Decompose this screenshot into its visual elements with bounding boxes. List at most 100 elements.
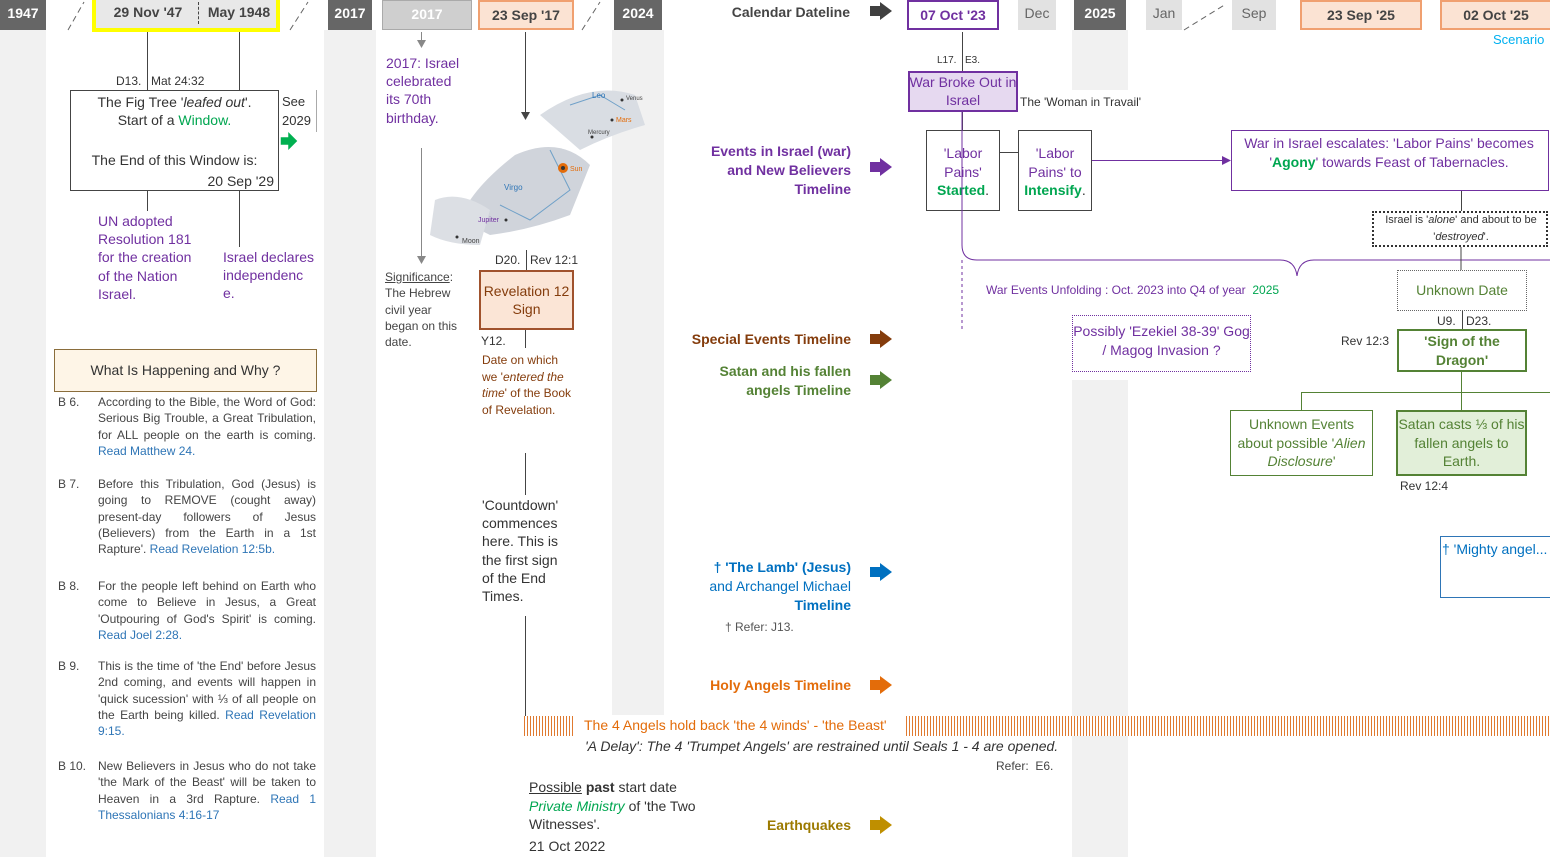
b6-link[interactable]: Read Matthew 24. <box>98 443 196 458</box>
labor-pains-started-box <box>926 130 1000 211</box>
escalate-arrowhead-icon <box>1222 156 1231 165</box>
war-escalates-text: War in Israel escalates: 'Labor Pains' b… <box>1244 135 1534 170</box>
b10-link[interactable]: Read 1 Thessalonians 4:16-17 <box>98 791 316 822</box>
b6-item: B 6.According to the Bible, the Word of … <box>58 395 316 458</box>
alien-connector <box>1301 392 1302 410</box>
b9-item: B 9.This is the time of 'the End' before… <box>58 659 316 739</box>
unknown-date-text: Unknown Date <box>1416 282 1508 298</box>
mighty-angel-text: † 'Mighty angel... Earth and cha... mo..… <box>1442 541 1548 557</box>
countdown-text: 'Countdown' commences here. This is the … <box>482 497 559 605</box>
header-02-oct-25: 02 Oct '25 <box>1440 0 1550 30</box>
significance-connector <box>421 148 422 258</box>
header-1947: 1947 <box>0 0 46 30</box>
war-ref-e: E3. <box>965 55 981 66</box>
israel-alone-box <box>1372 211 1548 247</box>
israel-timeline-arrow-icon <box>870 158 892 176</box>
b8-item: B 8.For the people left behind on Earth … <box>58 579 316 642</box>
lamb-timeline-label: † 'The Lamb' (Jesus)and Archangel Michae… <box>709 559 851 613</box>
header-scenario: Scenario <box>1493 32 1545 47</box>
lamb-refer: † Refer: J13. <box>725 620 794 634</box>
see-2029-arrow-icon[interactable] <box>278 132 300 150</box>
gray-2017-arrowhead-icon <box>417 40 426 48</box>
satan-branch-line <box>1301 392 1550 393</box>
rev-12-3-ref: Rev 12:3 <box>1341 334 1390 348</box>
unknown-date-box <box>1397 270 1527 311</box>
virgo-label: Virgo <box>504 183 523 192</box>
war-escalates-box <box>1231 130 1549 191</box>
war-broke-out-text: War Broke Out in Israel <box>909 74 1017 108</box>
fig-line-1: The Fig Tree 'leafed out'. <box>97 94 252 110</box>
holy-angels-hatch-right <box>906 716 1550 736</box>
delay-text: 'A Delay': The 4 'Trumpet Angels' are re… <box>585 738 1059 754</box>
sign-of-dragon-text: 'Sign of the Dragon' <box>1424 333 1500 368</box>
war-ref-code: L17. <box>937 55 957 66</box>
satan-casts-connector <box>1461 392 1462 410</box>
rev12-ref-verse: Rev 12:1 <box>530 253 579 267</box>
header-jan: Jan <box>1146 0 1182 30</box>
venus-label: Venus <box>626 96 643 102</box>
sign-of-dragon-box <box>1397 329 1527 372</box>
column-band-2024 <box>612 30 664 715</box>
header-may-1948: May 1948 <box>207 4 271 20</box>
d23-ref: D23. <box>1466 314 1492 328</box>
sun-label: Sun <box>570 166 583 173</box>
header-2024: 2024 <box>614 0 662 30</box>
b8-link[interactable]: Read Joel 2:28. <box>98 627 183 642</box>
ezekiel-box <box>1072 315 1251 372</box>
b10-item: B 10.New Believers in Jesus who do not t… <box>58 759 316 822</box>
column-band-2017 <box>324 30 376 857</box>
y12-ref: Y12. <box>481 334 506 348</box>
fig-line-4: 20 Sep '29 <box>207 173 274 189</box>
ezekiel-text: Possibly 'Ezekiel 38-39' Gog / Magog Inv… <box>1073 323 1250 358</box>
see-divider <box>316 90 317 132</box>
israel-connector <box>239 191 240 247</box>
b9-link[interactable]: Read Revelation 9:15. <box>98 707 316 739</box>
rev12-ref-code: D20. <box>495 253 521 267</box>
fig-connector-top <box>147 32 148 90</box>
fig-line-2: Start of a Window. <box>117 112 232 128</box>
war-events-unfolding-text: War Events Unfolding : Oct. 2023 into Q4… <box>986 283 1280 297</box>
israel-alone-text: Israel is 'alone' and about to be 'destr… <box>1385 214 1537 243</box>
dateline-arrow-icon <box>870 2 892 20</box>
significance-arrowhead-icon <box>417 256 426 264</box>
mars-label: Mars <box>616 117 632 124</box>
satan-casts-text: Satan casts ⅓ of his fallen angels to Ea… <box>1398 416 1525 469</box>
israel-70th-birthday-text: 2017: Israel celebrated its 70th birthda… <box>386 55 460 126</box>
holy-angels-arrow-icon <box>870 676 892 694</box>
revelation-12-sign-text: Revelation 12 Sign <box>483 283 570 317</box>
war-events-brace <box>961 112 1550 330</box>
fig-line-3: The End of this Window is: <box>91 152 258 168</box>
special-events-arrow-icon <box>870 330 892 348</box>
escalate-arrow-line <box>1092 160 1224 161</box>
y12-divider <box>525 330 526 348</box>
entered-time-note: Date on which we 'entered the time' of t… <box>482 353 572 417</box>
revelation-12-sign-box <box>479 270 574 330</box>
moon-label: Moon <box>462 238 480 245</box>
earthquakes-timeline-label: Earthquakes <box>766 817 851 833</box>
b7-link[interactable]: Read Revelation 12:5b. <box>149 542 276 557</box>
what-is-happening-title: What Is Happening and Why ? <box>90 362 281 378</box>
header-nov-47: 29 Nov '47 <box>113 4 183 20</box>
mighty-angel-box <box>1440 536 1550 598</box>
header-calendar-dateline: Calendar Dateline <box>731 4 850 20</box>
labor-link <box>1000 152 1018 153</box>
header-sep: Sep <box>1232 0 1276 30</box>
alien-disclosure-box <box>1230 410 1373 476</box>
header-23-sep-17: 23 Sep '17 <box>478 0 574 30</box>
earthquakes-arrow-icon <box>870 816 892 834</box>
sep17-arrowhead-icon <box>521 112 530 120</box>
sep17-connector <box>525 32 526 114</box>
rev12-ref-divider <box>526 250 527 270</box>
holy-angels-hatch-left <box>524 716 574 736</box>
four-angels-text: The 4 Angels hold back 'the 4 winds' - '… <box>584 717 887 733</box>
header-1947-window <box>92 0 280 32</box>
two-witnesses-date: 21 Oct 2022 <box>529 838 606 854</box>
alien-disclosure-text: Unknown Events about possible 'Alien Dis… <box>1237 416 1366 469</box>
revelation-12-sky-image: Leo Venus Mars Mercury Virgo Sun Jupiter… <box>430 90 645 245</box>
countdown-connector <box>525 453 526 495</box>
lamb-timeline-arrow-icon <box>870 563 892 581</box>
